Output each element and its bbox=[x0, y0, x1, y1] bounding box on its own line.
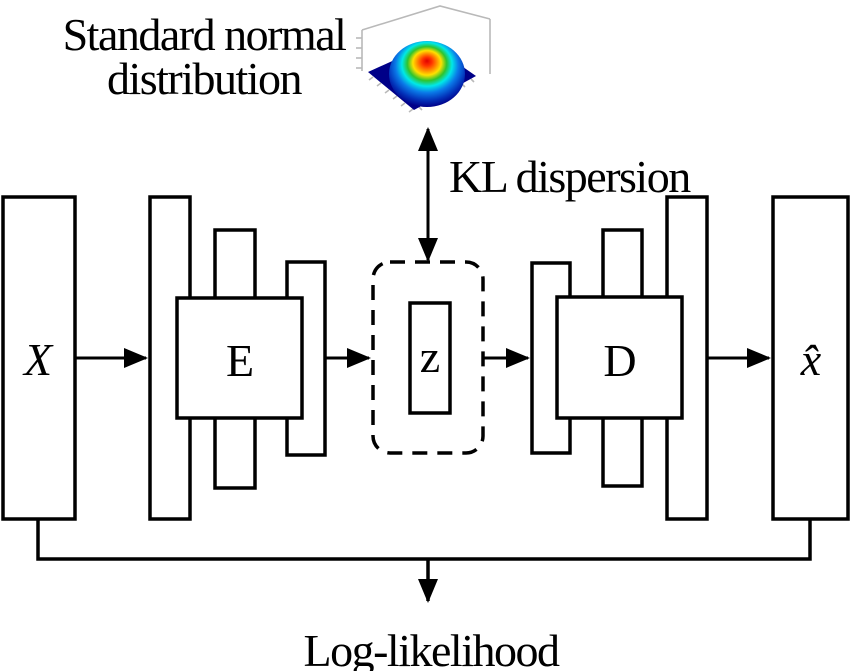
standard-normal-label-line2: distribution bbox=[107, 53, 303, 104]
latent-z-bar bbox=[408, 301, 452, 415]
output-label: x̂ bbox=[800, 334, 822, 385]
loglikelihood-connector bbox=[36, 519, 812, 561]
output-box bbox=[771, 195, 850, 521]
encoder-stack: E bbox=[148, 195, 327, 521]
plot-gaussian-peak bbox=[389, 41, 465, 107]
encoder-label: E bbox=[226, 335, 254, 386]
input-label: X bbox=[22, 334, 54, 385]
kl-dispersion-label: KL dispersion bbox=[449, 151, 691, 202]
standard-normal-label-line1: Standard normal bbox=[63, 9, 347, 60]
decoder-stack: D bbox=[530, 195, 709, 521]
decoder-box bbox=[555, 295, 684, 420]
plot-axes bbox=[361, 5, 491, 74]
latent-dashed-box bbox=[371, 260, 485, 455]
latent-group: z bbox=[371, 260, 485, 455]
encoder-box bbox=[175, 296, 304, 420]
decoder-label: D bbox=[603, 335, 636, 386]
standard-normal-plot bbox=[356, 5, 491, 113]
latent-label: z bbox=[420, 331, 440, 382]
loglikelihood-label: Log-likelihood bbox=[304, 625, 560, 671]
